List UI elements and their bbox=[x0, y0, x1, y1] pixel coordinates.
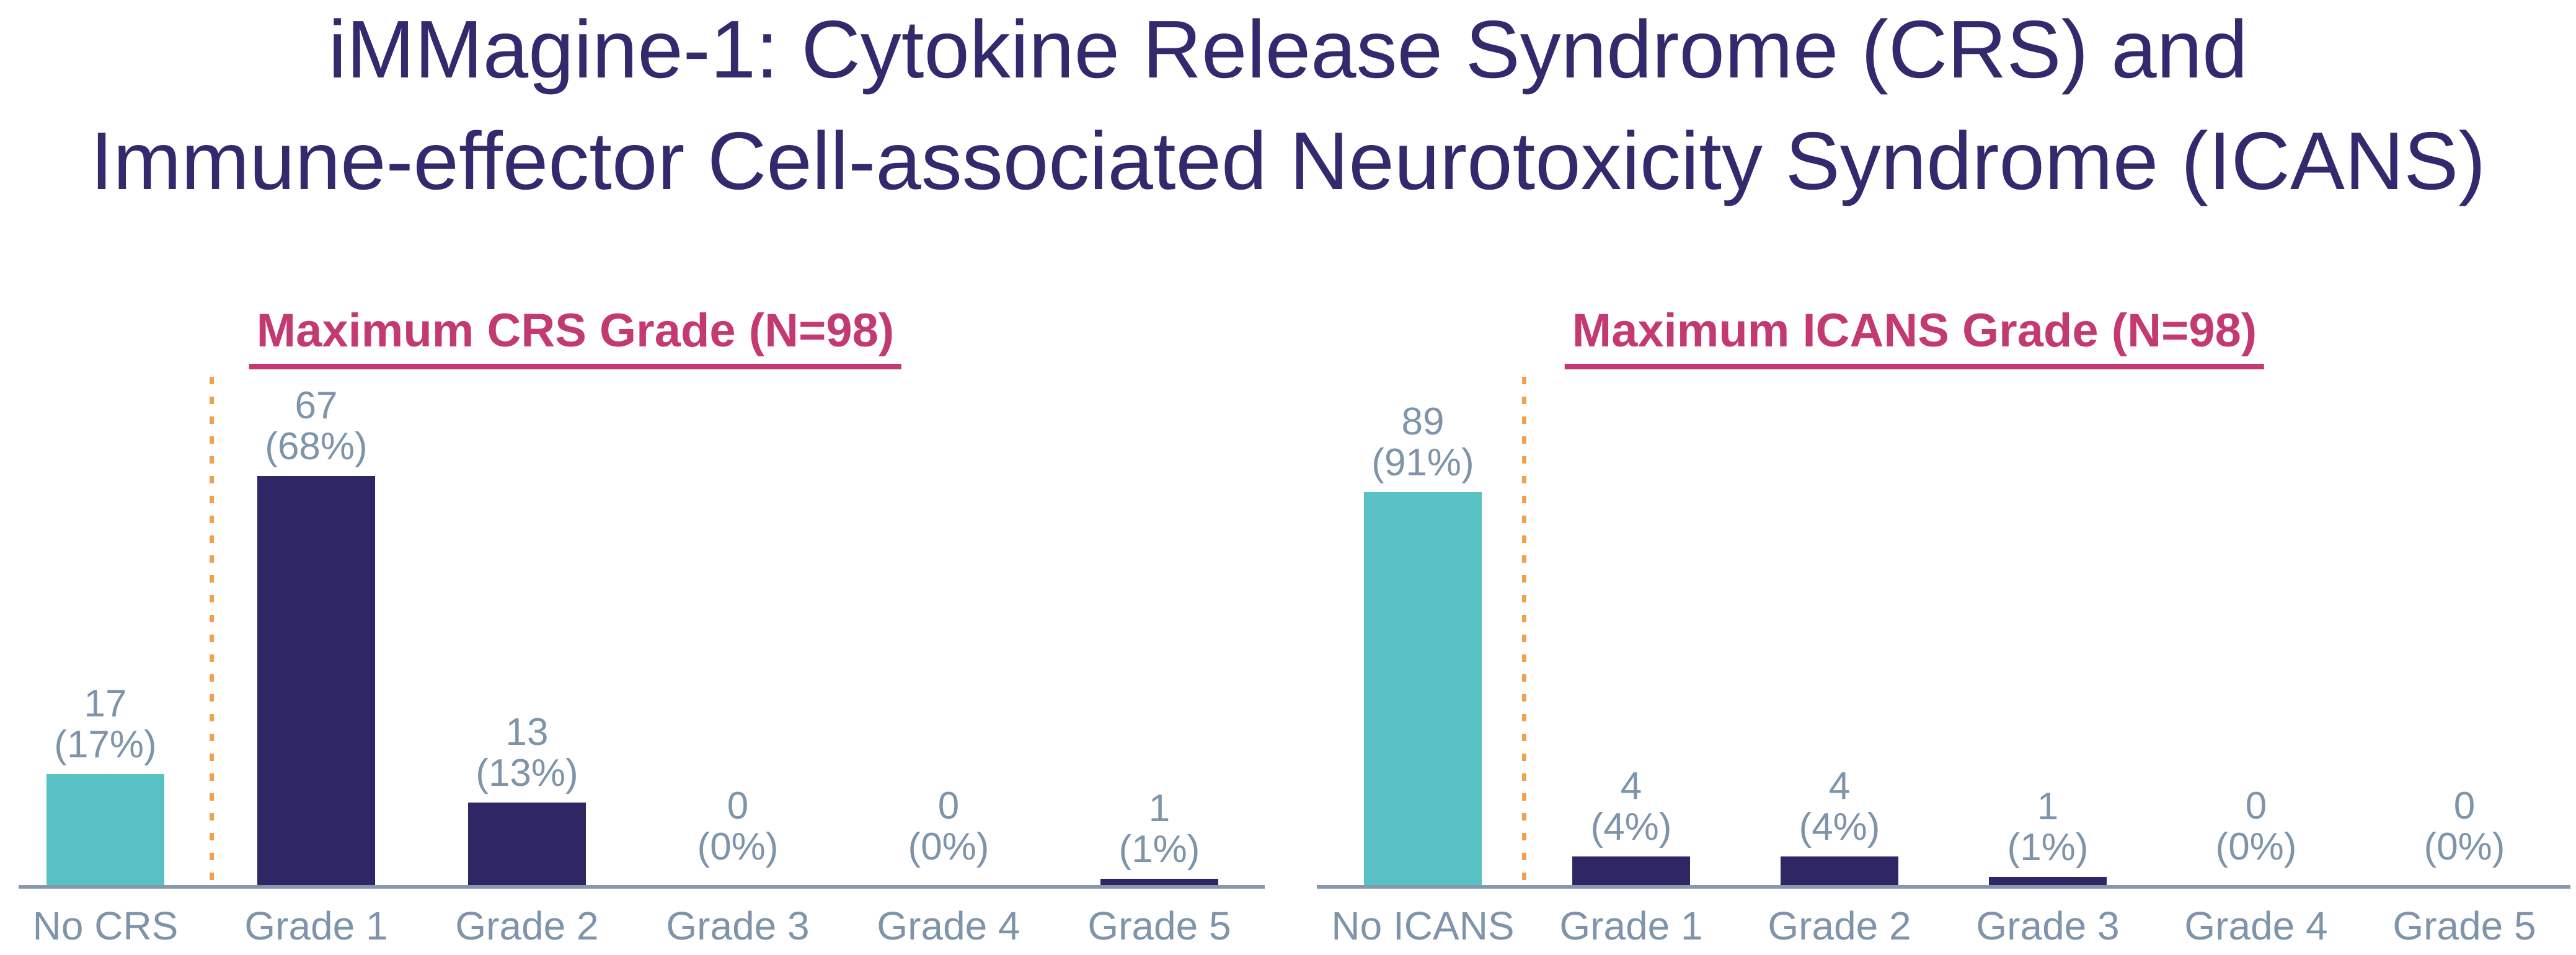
bar-value-label: 0(0%) bbox=[843, 786, 1054, 868]
bar-value-label: 13(13%) bbox=[422, 712, 632, 794]
bar-count-label: 0 bbox=[2453, 785, 2476, 827]
x-axis-label: Grade 2 bbox=[1768, 904, 1911, 948]
bar-value-label: 4(4%) bbox=[1734, 766, 1945, 848]
x-axis-label: Grade 5 bbox=[2392, 904, 2536, 948]
x-axis-label: Grade 1 bbox=[1559, 904, 1703, 948]
bar-count-label: 0 bbox=[937, 785, 960, 827]
page-title: iMMagine-1: Cytokine Release Syndrome (C… bbox=[0, 0, 2576, 217]
bar-count-label: 0 bbox=[2245, 785, 2267, 827]
bar-count-label: 67 bbox=[294, 384, 338, 427]
bar bbox=[257, 476, 375, 885]
bar-percent-label: (0%) bbox=[2215, 825, 2297, 868]
bar-count-label: 89 bbox=[1401, 400, 1445, 443]
bar-value-label: 67(68%) bbox=[211, 385, 422, 467]
bar bbox=[1989, 877, 2107, 885]
chart-subtitle: Maximum CRS Grade (N=98) bbox=[249, 304, 902, 369]
bar bbox=[1364, 492, 1482, 885]
bar-percent-label: (91%) bbox=[1371, 441, 1474, 484]
bar-percent-label: (0%) bbox=[908, 825, 989, 868]
bar-percent-label: (4%) bbox=[1590, 806, 1672, 848]
bar-percent-label: (0%) bbox=[697, 825, 779, 868]
bar-percent-label: (13%) bbox=[476, 752, 578, 794]
bar bbox=[1572, 856, 1690, 885]
x-axis-label: Grade 4 bbox=[2184, 904, 2328, 948]
bar-value-label: 0(0%) bbox=[2151, 786, 2361, 868]
bar-percent-label: (4%) bbox=[1799, 806, 1880, 848]
x-axis-label: Grade 3 bbox=[1976, 904, 2120, 948]
bar-value-label: 4(4%) bbox=[1526, 766, 1737, 848]
x-axis-label: Grade 1 bbox=[244, 904, 388, 948]
x-axis-label: Grade 5 bbox=[1087, 904, 1231, 948]
bar bbox=[1781, 856, 1898, 885]
bar-count-label: 0 bbox=[727, 785, 749, 827]
x-axis-label: Grade 4 bbox=[877, 904, 1020, 948]
bar-percent-label: (1%) bbox=[1118, 828, 1200, 871]
chart-subtitle: Maximum ICANS Grade (N=98) bbox=[1564, 304, 2265, 369]
bar bbox=[1100, 879, 1218, 885]
separator-dashed-line bbox=[210, 377, 214, 885]
x-axis-line bbox=[19, 885, 1265, 889]
x-axis-label: Grade 3 bbox=[666, 904, 810, 948]
bar-value-label: 89(91%) bbox=[1317, 402, 1528, 483]
bar-percent-label: (17%) bbox=[54, 723, 157, 766]
x-axis-label: No ICANS bbox=[1331, 904, 1515, 948]
bar-count-label: 4 bbox=[1828, 765, 1851, 808]
separator-dashed-line bbox=[1522, 377, 1526, 885]
bar bbox=[468, 803, 586, 885]
bar-percent-label: (1%) bbox=[2007, 826, 2089, 869]
bar-count-label: 4 bbox=[1620, 765, 1642, 808]
bar-value-label: 17(17%) bbox=[0, 684, 211, 765]
bar-count-label: 1 bbox=[1148, 787, 1171, 830]
bar-value-label: 1(1%) bbox=[1942, 786, 2153, 868]
x-axis-line bbox=[1317, 885, 2570, 889]
page-title-line-2: Immune-effector Cell-associated Neurotox… bbox=[90, 115, 2486, 206]
x-axis-label: No CRS bbox=[32, 904, 179, 948]
bar-count-label: 13 bbox=[505, 711, 549, 754]
bar-value-label: 1(1%) bbox=[1054, 788, 1265, 870]
bar-count-label: 17 bbox=[84, 682, 127, 725]
bar-percent-label: (0%) bbox=[2423, 825, 2505, 868]
bar bbox=[46, 774, 164, 885]
page-title-line-1: iMMagine-1: Cytokine Release Syndrome (C… bbox=[328, 4, 2248, 95]
bar-count-label: 1 bbox=[2037, 785, 2059, 828]
bar-percent-label: (68%) bbox=[265, 425, 368, 468]
bar-value-label: 0(0%) bbox=[632, 786, 843, 868]
x-axis-label: Grade 2 bbox=[455, 904, 599, 948]
bar-value-label: 0(0%) bbox=[2359, 786, 2570, 868]
